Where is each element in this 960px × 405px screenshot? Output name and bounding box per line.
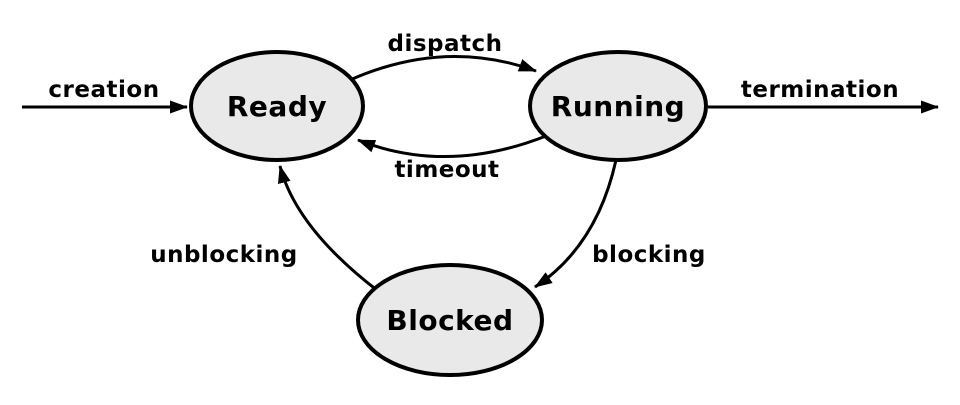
- timeout-label: timeout: [394, 157, 499, 183]
- termination-label: termination: [741, 77, 899, 103]
- blocking-label: blocking: [592, 242, 706, 268]
- dispatch-arrow: [349, 54, 537, 82]
- dispatch-label: dispatch: [387, 31, 502, 57]
- edge-labels: creation dispatch timeout termination bl…: [48, 31, 899, 268]
- state-running-label: Running: [551, 90, 685, 123]
- nodes: Ready Running Blocked: [189, 50, 708, 377]
- state-blocked: [356, 263, 544, 377]
- state-ready: [189, 50, 365, 162]
- creation-label: creation: [48, 77, 159, 103]
- unblocking-arrow: [277, 165, 379, 293]
- blocking-arrow: [534, 159, 618, 289]
- state-running: [528, 50, 708, 162]
- edges: [22, 54, 939, 293]
- timeout-arrow: [357, 134, 547, 159]
- state-blocked-label: Blocked: [386, 304, 513, 337]
- state-ready-label: Ready: [227, 90, 327, 123]
- unblocking-label: unblocking: [150, 242, 298, 268]
